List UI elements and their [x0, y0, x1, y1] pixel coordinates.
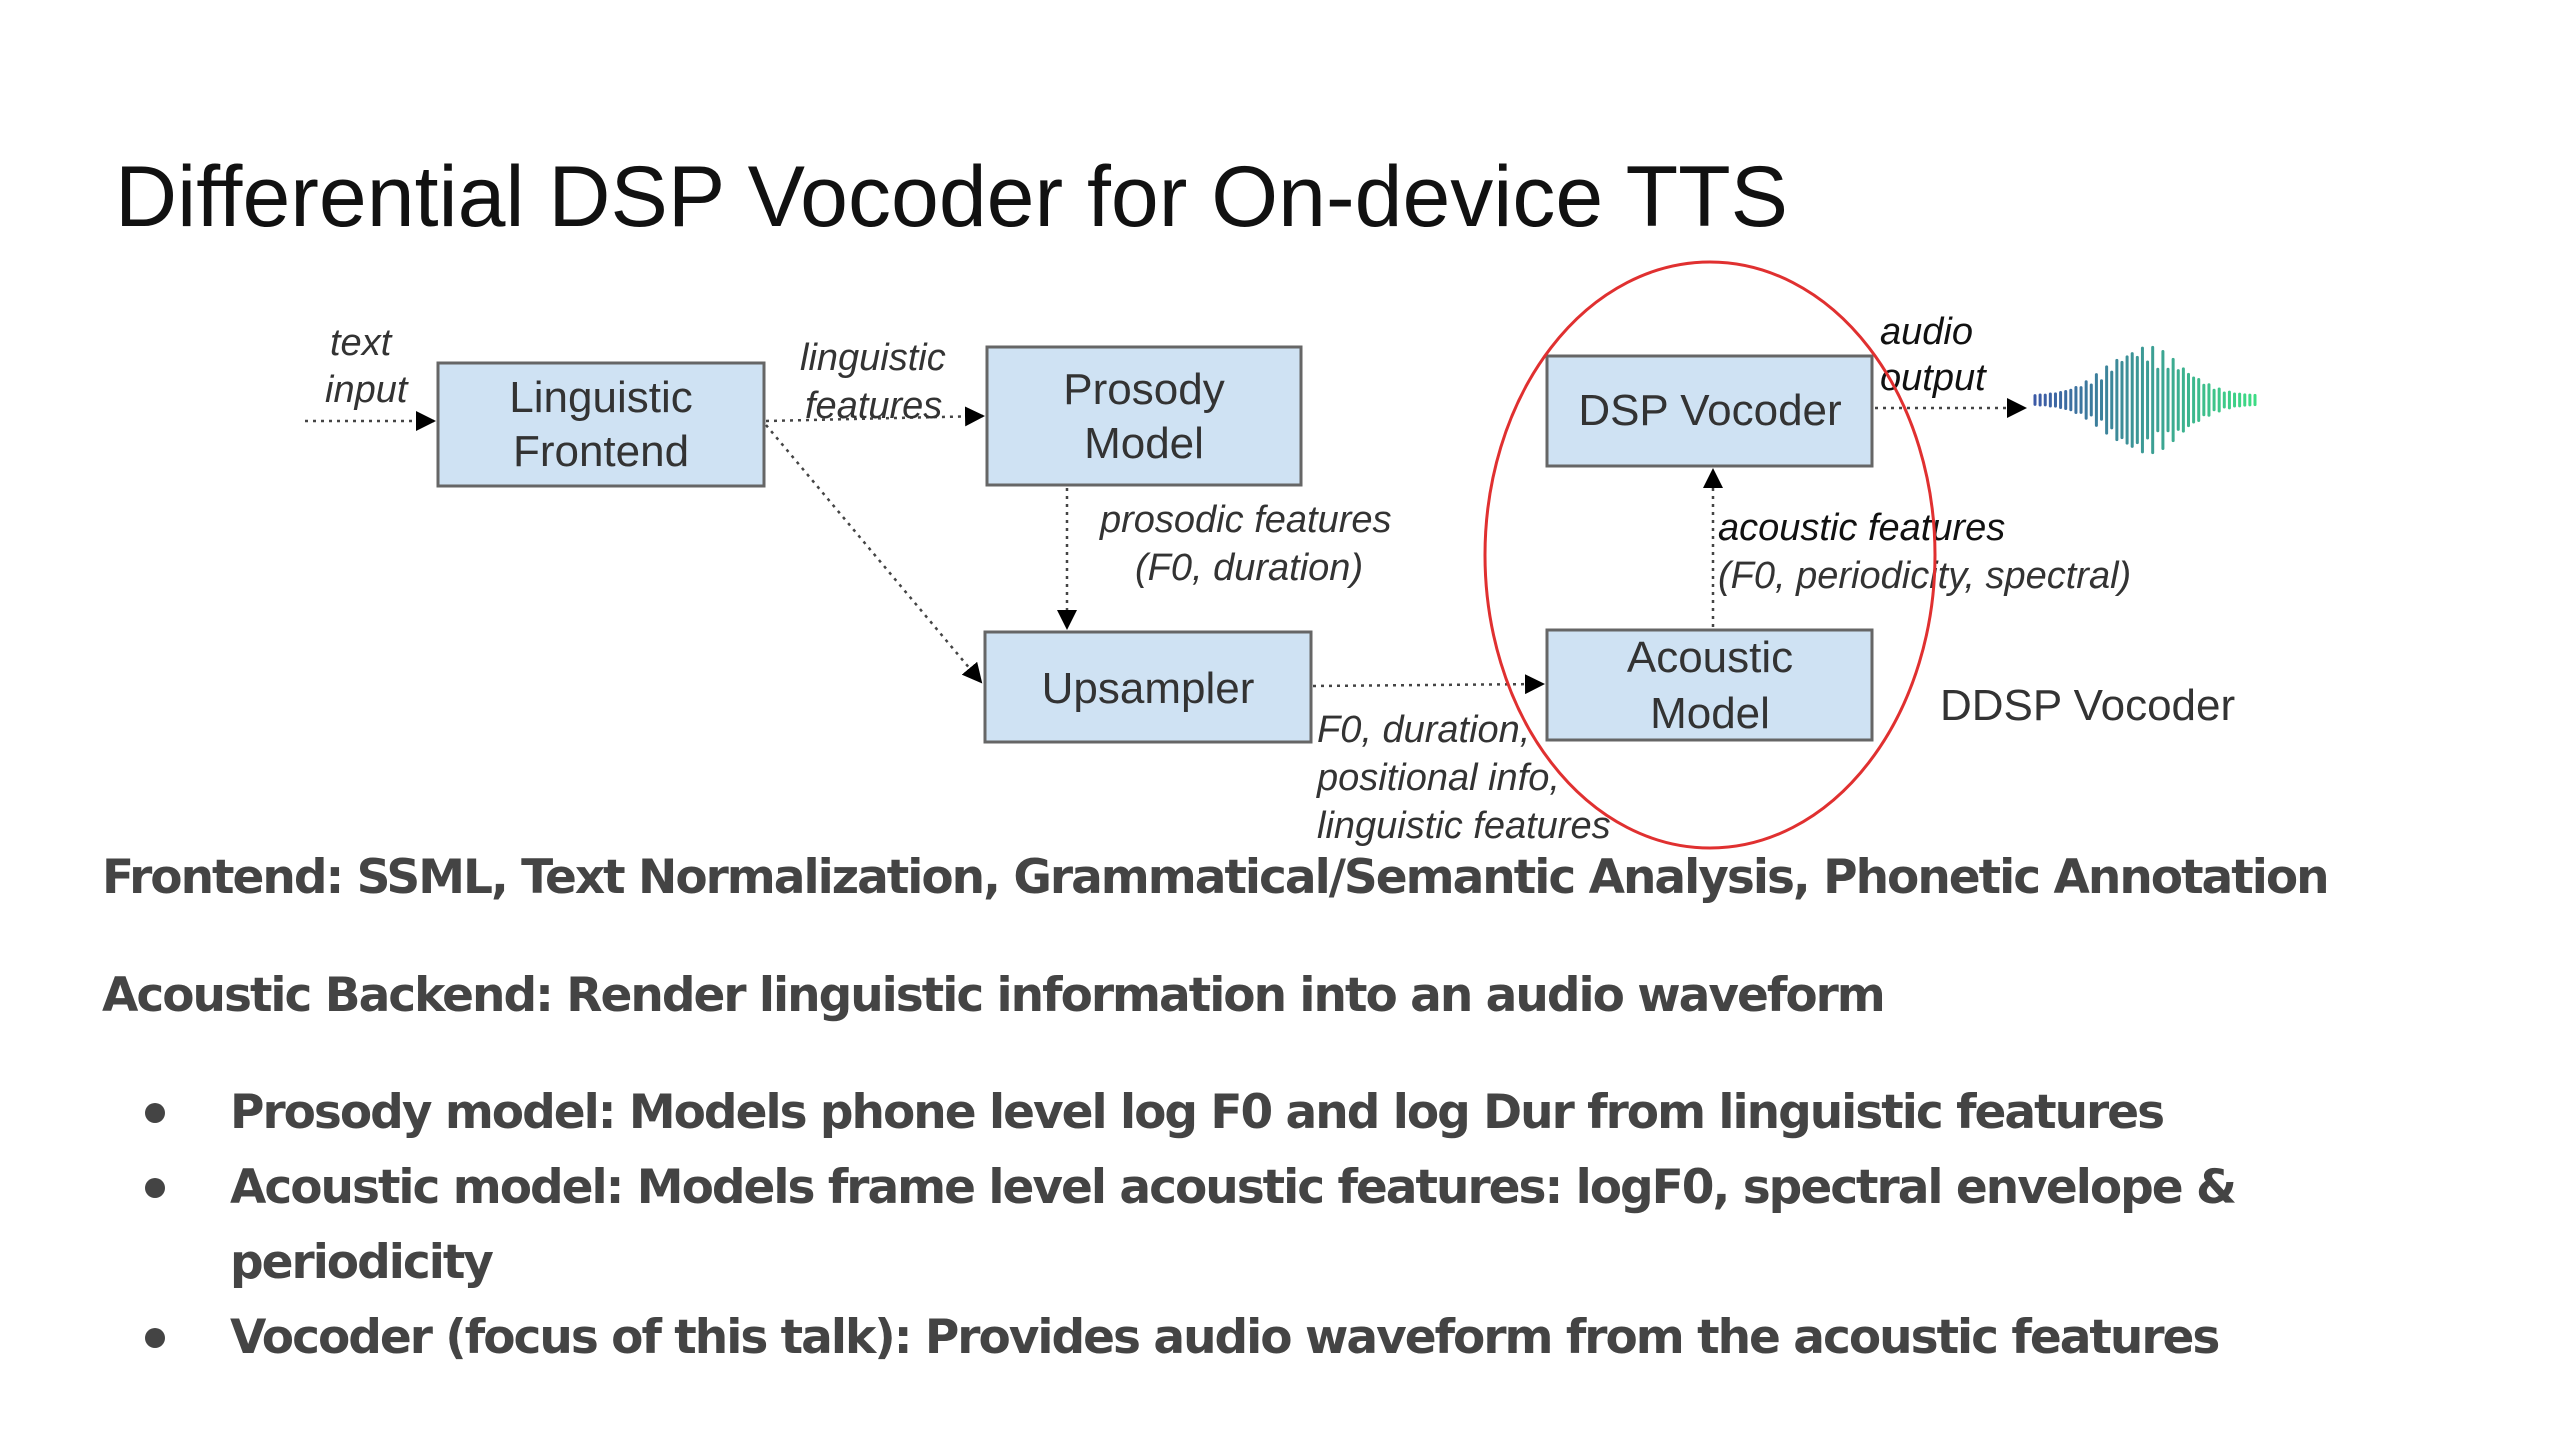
upsampler-box: Upsampler [983, 630, 1313, 744]
prosody-model-label-2: Model [1084, 419, 1204, 468]
linguistic-features-label-1: linguistic [800, 337, 946, 379]
bullet-text: Prosody model: Models phone level log F0… [230, 1085, 2165, 1140]
prosody-model-label-1: Prosody [1063, 365, 1224, 414]
dsp-vocoder-box: DSP Vocoder [1545, 354, 1874, 468]
arrow-frontend-to-upsampler [765, 424, 983, 684]
upsampler-out-label-2: positional info, [1316, 757, 1560, 799]
bullet-text: Acoustic model: Models frame level acous… [230, 1160, 2237, 1290]
upsampler-out-label-3: linguistic features [1317, 805, 1611, 847]
bullet-dot-icon [145, 1328, 165, 1348]
bullet-dot-icon [145, 1103, 165, 1123]
acoustic-features-label-2: (F0, periodicity, spectral) [1718, 555, 2131, 597]
text-input-label-1: text [330, 322, 393, 364]
acoustic-model-label-2: Model [1650, 689, 1770, 738]
component-bullet-list: Prosody model: Models phone level log F0… [140, 1075, 2330, 1375]
ddsp-vocoder-label: DDSP Vocoder [1940, 681, 2235, 730]
acoustic-model-box: Acoustic Model [1545, 628, 1874, 742]
linguistic-features-label-2: features [805, 385, 942, 427]
bullet-item-acoustic: Acoustic model: Models frame level acous… [140, 1150, 2330, 1300]
upsampler-out-label-1: F0, duration, [1317, 709, 1530, 751]
linguistic-frontend-label-1: Linguistic [509, 373, 692, 422]
linguistic-frontend-box: Linguistic Frontend [436, 361, 766, 488]
frontend-description: Frontend: SSML, Text Normalization, Gram… [102, 850, 2330, 905]
bullet-dot-icon [145, 1178, 165, 1198]
acoustic-model-label-1: Acoustic [1627, 633, 1793, 682]
acoustic-features-label-1: acoustic features [1718, 507, 2005, 549]
backend-description: Acoustic Backend: Render linguistic info… [102, 968, 1886, 1023]
linguistic-frontend-label-2: Frontend [513, 427, 689, 476]
text-input-label-2: input [325, 369, 409, 411]
prosodic-features-label-2: (F0, duration) [1135, 547, 1363, 589]
prosody-model-box: Prosody Model [985, 345, 1303, 487]
upsampler-label: Upsampler [1042, 664, 1255, 713]
dsp-vocoder-label: DSP Vocoder [1578, 386, 1841, 435]
bullet-text: Vocoder (focus of this talk): Provides a… [230, 1310, 2220, 1365]
bullet-item-prosody: Prosody model: Models phone level log F0… [140, 1075, 2330, 1150]
bullet-item-vocoder: Vocoder (focus of this talk): Provides a… [140, 1300, 2330, 1375]
tts-pipeline-diagram: Linguistic Frontend Prosody Model Upsamp… [305, 260, 2257, 850]
waveform-icon [2033, 345, 2257, 455]
ddsp-highlight-ellipse [1483, 260, 1937, 850]
audio-output-label-1: audio [1880, 311, 1973, 353]
prosodic-features-label-1: prosodic features [1099, 499, 1392, 541]
slide-title: Differential DSP Vocoder for On-device T… [115, 149, 1789, 245]
